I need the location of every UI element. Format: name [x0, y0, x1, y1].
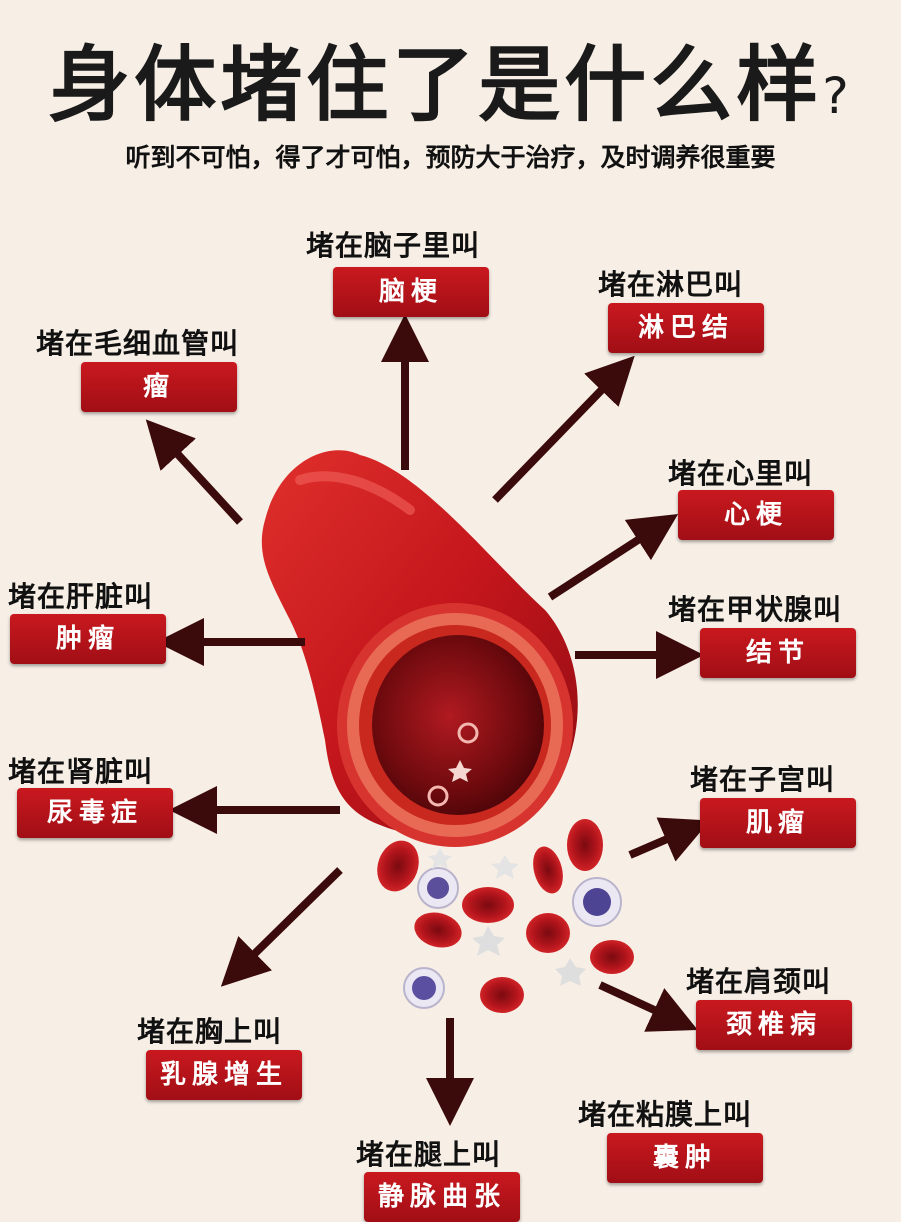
label-uterus: 堵在子宫叫 [690, 763, 836, 796]
title-question-mark: ? [822, 67, 853, 125]
label-thyroid: 堵在甲状腺叫 [668, 593, 843, 626]
title-text: 身体堵住了是什么样 [48, 38, 823, 133]
badge-liver: 肿瘤 [10, 614, 166, 664]
page-title: 身体堵住了是什么样? [0, 18, 901, 137]
arrow-shoulder-neck [598, 981, 698, 1032]
arrow-lymph [492, 355, 635, 503]
label-leg: 堵在腿上叫 [356, 1138, 502, 1171]
badge-heart: 心梗 [678, 490, 834, 540]
badge-uterus: 肌瘤 [700, 798, 856, 848]
badge-shoulder-neck: 颈椎病 [696, 1000, 852, 1050]
arrows [145, 314, 711, 1126]
badge-chest: 乳腺增生 [146, 1050, 302, 1100]
badge-capillary: 瘤 [81, 362, 237, 412]
label-heart: 堵在心里叫 [668, 457, 814, 490]
arrow-uterus [628, 817, 711, 862]
label-lymph: 堵在淋巴叫 [598, 268, 744, 301]
blood-vessel [261, 450, 578, 847]
label-mucosa: 堵在粘膜上叫 [578, 1098, 753, 1131]
label-brain: 堵在脑子里叫 [306, 229, 481, 262]
page-subtitle: 听到不可怕，得了才可怕，预防大于治疗，及时调养很重要 [125, 143, 776, 172]
badge-mucosa: 囊肿 [607, 1133, 763, 1183]
label-liver: 堵在肝脏叫 [8, 580, 154, 613]
badge-leg: 静脉曲张 [364, 1172, 520, 1222]
arrow-heart [547, 513, 679, 601]
arrow-chest [220, 867, 343, 987]
label-shoulder-neck: 堵在肩颈叫 [686, 965, 832, 998]
badge-kidney: 尿毒症 [17, 788, 173, 838]
label-kidney: 堵在肾脏叫 [8, 755, 154, 788]
badge-lymph: 淋巴结 [608, 303, 764, 353]
badge-brain: 脑梗 [333, 267, 489, 317]
label-chest: 堵在胸上叫 [137, 1015, 283, 1048]
badge-thyroid: 结节 [700, 628, 856, 678]
blood-cells [377, 819, 634, 1013]
label-capillary: 堵在毛细血管叫 [36, 327, 240, 360]
arrow-capillary [145, 419, 243, 525]
